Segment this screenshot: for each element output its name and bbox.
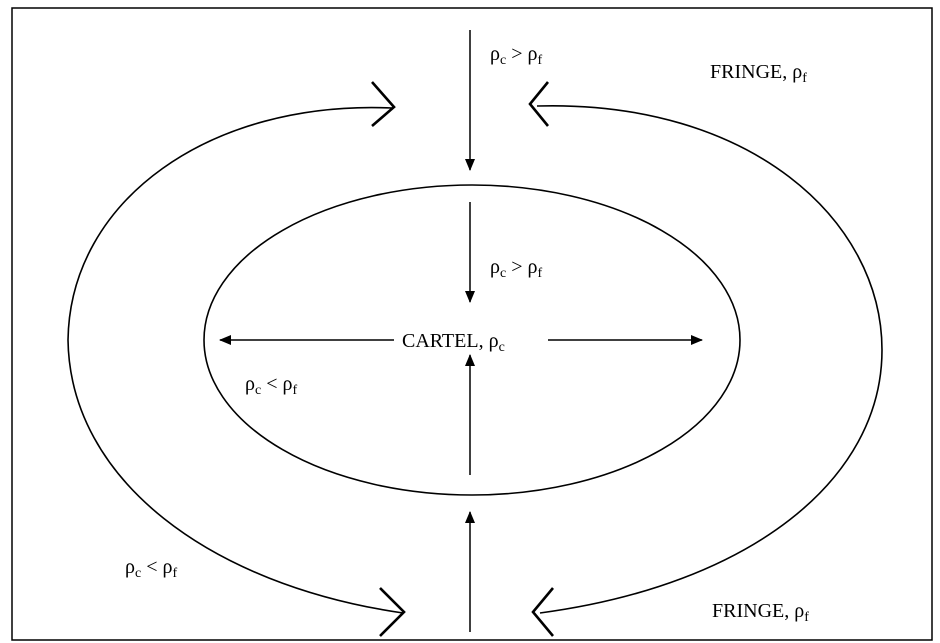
- cartel-ellipse: [203, 184, 741, 496]
- relation-top-inner: ρc > ρf: [490, 256, 542, 281]
- cartel-label: CARTEL, ρc: [402, 330, 505, 355]
- diagram-frame: [11, 7, 933, 641]
- fringe-bottom-label: FRINGE, ρf: [712, 600, 809, 625]
- relation-outer-left: ρc < ρf: [125, 556, 177, 581]
- right-circulation-arc: [536, 105, 883, 614]
- relation-top-outer: ρc > ρf: [490, 43, 542, 68]
- relation-inner-left: ρc < ρf: [245, 373, 297, 398]
- arrowhead-bottom-left: [379, 587, 406, 637]
- fringe-top-label: FRINGE, ρf: [710, 61, 807, 86]
- arrowhead-bottom-right: [531, 587, 554, 637]
- left-circulation-arc: [67, 106, 404, 614]
- cartel-label-backing: [396, 322, 546, 352]
- arrowhead-top-right: [528, 81, 550, 127]
- arrowhead-top-left: [371, 81, 396, 127]
